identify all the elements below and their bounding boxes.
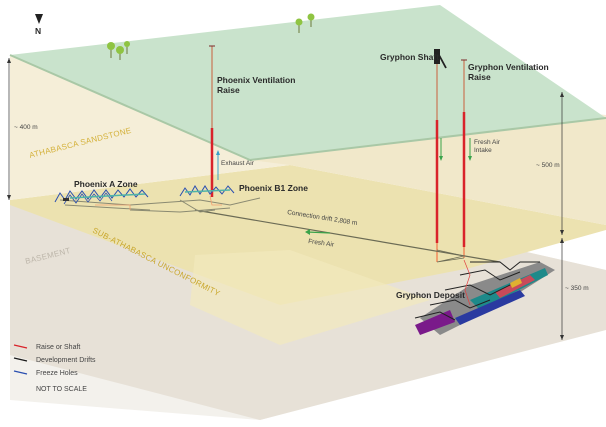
arrow-head-icon: [560, 92, 564, 97]
gryphon-deposit-label: Gryphon Deposit: [396, 290, 465, 300]
gryphon-deposit-model: [414, 259, 555, 335]
trees-icon: [107, 41, 130, 60]
arrow-left-icon: [305, 229, 310, 235]
surface-edge: [9, 54, 606, 162]
phoenix-b1-zone-label: Phoenix B1 Zone: [239, 183, 308, 193]
arrow-head-icon: [7, 58, 11, 63]
legend-label-raise: Raise or Shaft: [36, 344, 80, 351]
sandstone-right: [250, 118, 606, 225]
unconformity-plane: [10, 165, 606, 305]
arrow-head-icon: [560, 230, 564, 235]
legend-swatch-freeze: [13, 370, 28, 375]
arrow-head-icon: [7, 195, 11, 200]
phoenix-a-equipment: [63, 198, 69, 201]
phoenix-raise-connections: [95, 195, 222, 210]
gryphon-shaft-label: Gryphon Shaft: [380, 52, 439, 62]
fresh-air-arrow: [306, 231, 331, 234]
exhaust-air-label: Exhaust Air: [221, 160, 255, 167]
legend-label-drifts: Development Drifts: [36, 357, 96, 364]
phoenix-a-freeze-holes: [54, 188, 149, 203]
phoenix-a-ore-body: [69, 193, 146, 199]
trees-icon: [295, 13, 315, 33]
fresh-air-label: Fresh Air: [308, 238, 336, 249]
right-lower-depth-label: ~ 350 m: [565, 285, 589, 292]
phoenix-ventilation-raise-label: Phoenix Ventilation Raise: [217, 75, 298, 95]
phoenix-b1-ore-body: [184, 189, 231, 193]
legend-swatch-drifts: [13, 357, 28, 362]
right-upper-depth-label: ~ 500 m: [536, 162, 560, 169]
phoenix-a-zone-label: Phoenix A Zone: [74, 179, 138, 189]
legend-label-freeze: Freeze Holes: [36, 370, 78, 377]
headframe-icon: [434, 49, 447, 69]
arrow-up-icon: [216, 150, 220, 155]
left-depth-label: ~ 400 m: [14, 124, 38, 131]
connection-drift: [194, 209, 501, 263]
unconformity-plane-lower: [190, 250, 430, 345]
gryphon-ventilation-raise-label: Gryphon Ventilation Raise: [468, 62, 551, 82]
legend: Raise or Shaft Development Drifts Freeze…: [13, 344, 96, 393]
phoenix-development-drifts: [59, 197, 261, 213]
surface-plane: [10, 5, 606, 160]
north-arrow-icon: [35, 14, 43, 24]
legend-swatch-raise: [13, 344, 28, 349]
arrow-down-icon: [468, 156, 472, 161]
arrow-head-icon: [560, 335, 564, 340]
not-to-scale-note: NOT TO SCALE: [36, 386, 87, 393]
arrow-head-icon: [560, 238, 564, 243]
arrow-down-icon: [439, 156, 443, 161]
north-label: N: [35, 26, 41, 36]
fresh-air-intake-label: Fresh Air Intake: [474, 139, 502, 154]
phoenix-b1-freeze-holes: [179, 185, 235, 197]
